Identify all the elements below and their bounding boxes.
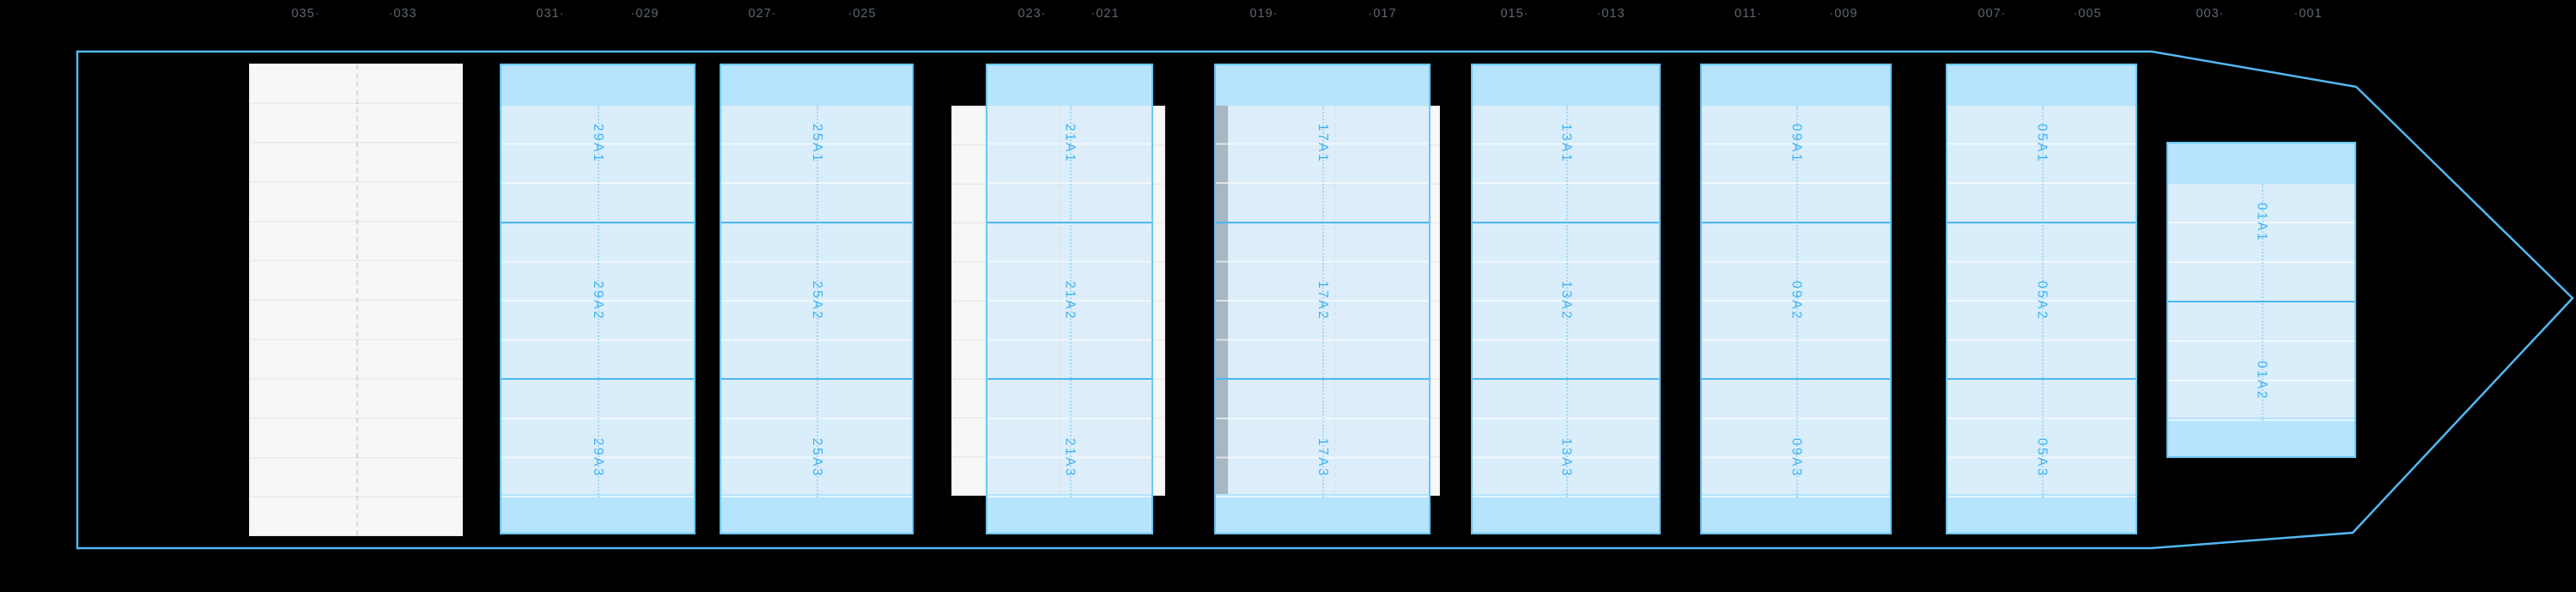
bay-number-label: ·013: [1596, 7, 1625, 21]
bay-section-divider: [501, 221, 694, 223]
bay-number-label: ·005: [2073, 7, 2102, 21]
bay-section-divider: [987, 221, 1151, 223]
bay-bottom-band: [1473, 494, 1659, 533]
bay-section-label: 29A3: [591, 437, 605, 478]
bay-section-label: 21A3: [1062, 437, 1078, 478]
bay-top-band: [1216, 65, 1429, 106]
bay-centerline: [2041, 106, 2044, 497]
bay-section-label: 05A3: [2034, 437, 2050, 478]
bay-centerline: [598, 106, 599, 497]
bay-number-label: ·025: [848, 7, 877, 21]
bay-top-band: [501, 65, 694, 106]
bay-bottom-band: [987, 494, 1151, 533]
bay-section-divider: [501, 378, 694, 381]
bay-number-label: 019·: [1249, 7, 1279, 21]
bay-section-divider: [1702, 221, 1890, 223]
bay-05A[interactable]: 05A1 05A2 05A3: [1946, 64, 2137, 534]
bay-bottom-band: [721, 494, 912, 533]
bay-top-band: [987, 65, 1151, 106]
hold-centerline: [355, 64, 358, 535]
bay-section-label: 21A1: [1062, 124, 1078, 164]
bay-top-band: [1947, 65, 2136, 106]
bay-section-divider: [1473, 378, 1659, 381]
bay-centerline: [1322, 106, 1324, 497]
bay-section-divider: [2168, 301, 2354, 302]
bay-29A[interactable]: 29A1 29A2 29A3: [500, 64, 696, 534]
bay-section-label: 25A3: [810, 437, 824, 478]
bay-number-label: 015·: [1500, 7, 1529, 21]
bay-number-axis: 035· ·033 031· ·029 027· ·025 023· ·021 019· ·017…: [0, 0, 2576, 29]
hold-grid-aft[interactable]: [249, 64, 463, 536]
bay-section-divider: [1473, 221, 1659, 223]
bay-09A[interactable]: 09A1 09A2 09A3: [1700, 64, 1892, 534]
bay-section-label: 17A3: [1315, 437, 1330, 478]
bay-bottom-band: [2168, 418, 2354, 456]
bay-bottom-band: [1216, 494, 1429, 533]
bay-centerline: [817, 106, 818, 497]
bay-section-label: 21A2: [1062, 280, 1078, 321]
bay-number-label: ·017: [1368, 7, 1397, 21]
bay-number-label: ·001: [2293, 7, 2323, 21]
bay-section-label: 05A2: [2034, 280, 2050, 321]
bay-number-label: ·021: [1091, 7, 1120, 21]
bay-number-label: 027·: [748, 7, 777, 21]
bay-number-label: 035·: [291, 7, 320, 21]
bay-number-label: 007·: [1978, 7, 2007, 21]
bay-section-label: 17A1: [1315, 124, 1330, 164]
bay-section-divider: [987, 378, 1151, 381]
bay-number-label: 023·: [1018, 7, 1047, 21]
bay-section-label: 13A2: [1558, 280, 1574, 321]
bay-top-band: [1473, 65, 1659, 106]
bay-section-divider: [721, 221, 912, 223]
bay-section-divider: [721, 378, 912, 381]
bay-section-label: 29A2: [591, 280, 605, 321]
bay-top-band: [1702, 65, 1890, 106]
bay-section-label: 25A1: [810, 124, 824, 164]
bay-section-label: 01A2: [2254, 360, 2269, 401]
bay-bottom-band: [1947, 494, 2136, 533]
bay-number-label: ·009: [1829, 7, 1858, 21]
bay-top-band: [721, 65, 912, 106]
bay-section-label: 09A3: [1789, 437, 1804, 478]
bay-section-divider: [1947, 221, 2136, 223]
bay-number-label: 011·: [1735, 7, 1762, 21]
bay-section-label: 09A1: [1789, 124, 1804, 164]
bay-17A[interactable]: 17A1 17A2 17A3: [1214, 64, 1431, 534]
bay-section-divider: [1216, 378, 1429, 381]
bay-centerline: [1565, 106, 1568, 497]
bay-top-band: [2168, 143, 2354, 184]
bay-section-divider: [1947, 378, 2136, 381]
bay-section-label: 09A2: [1789, 280, 1804, 321]
bay-section-label: 05A1: [2034, 124, 2050, 164]
bay-centerline: [2261, 184, 2263, 421]
bay-bottom-band: [501, 494, 694, 533]
bay-section-label: 25A2: [810, 280, 824, 321]
bay-section-divider: [1216, 221, 1429, 223]
bay-section-divider: [1702, 378, 1890, 381]
bay-section-label: 29A1: [591, 124, 605, 164]
bay-section-label: 01A1: [2254, 202, 2269, 243]
bay-section-label: 13A1: [1558, 124, 1574, 164]
bay-number-label: ·033: [388, 7, 417, 21]
bay-number-label: 003·: [2196, 7, 2225, 21]
bay-centerline: [1795, 106, 1798, 497]
bay-13A[interactable]: 13A1 13A2 13A3: [1471, 64, 1661, 534]
bay-bottom-band: [1702, 494, 1890, 533]
bay-21A[interactable]: 21A1 21A2 21A3: [986, 64, 1153, 534]
bay-25A[interactable]: 25A1 25A2 25A3: [720, 64, 914, 534]
bay-centerline: [1069, 106, 1072, 497]
bay-01A[interactable]: 01A1 01A2: [2166, 142, 2356, 458]
bay-section-label: 13A3: [1558, 437, 1574, 478]
bay-section-label: 17A2: [1315, 280, 1330, 321]
bay-number-label: ·029: [630, 7, 659, 21]
bay-number-label: 031·: [536, 7, 565, 21]
